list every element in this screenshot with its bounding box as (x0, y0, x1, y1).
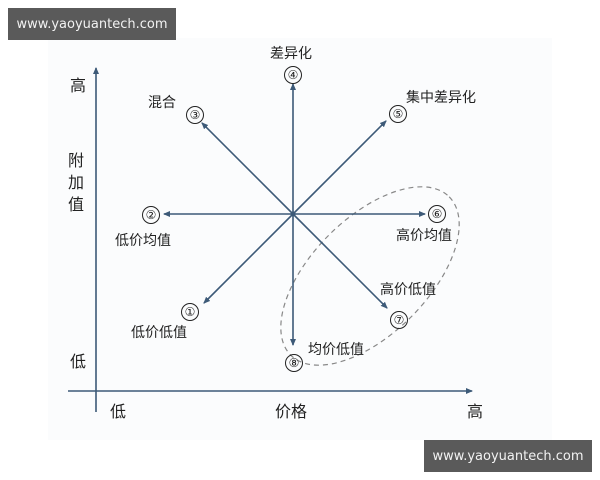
strategy-7-number: ⑦ (390, 311, 408, 329)
strategy-3-number: ③ (186, 106, 204, 124)
watermark-bottom: www.yaoyuantech.com (424, 440, 592, 472)
x-axis-low-label: 低 (110, 402, 127, 421)
strategy-4-label: 差异化 (270, 46, 312, 62)
strategy-2-number: ② (142, 206, 160, 224)
arrow-7 (292, 213, 388, 309)
strategy-4-number: ④ (284, 66, 302, 84)
x-axis-high-label: 高 (467, 402, 484, 421)
strategy-3-label: 混合 (148, 95, 176, 111)
strategy-8-number: ⑧ (285, 354, 303, 372)
y-axis-title-char: 附 (68, 151, 85, 170)
y-axis-low-label: 低 (70, 352, 87, 371)
center-point (290, 211, 296, 217)
arrow-3 (201, 122, 294, 215)
y-axis-title-char: 值 (68, 195, 85, 214)
arrow-1 (203, 213, 294, 304)
strategy-6-number: ⑥ (428, 205, 446, 223)
strategy-2-label: 低价均值 (115, 233, 171, 249)
strategy-8-label: 均价低值 (308, 342, 364, 358)
strategy-5-label: 集中差异化 (406, 90, 476, 106)
strategy-1-label: 低价低值 (131, 325, 187, 341)
diagram-panel (48, 38, 552, 440)
strategy-1-number: ① (181, 303, 199, 321)
y-axis-title-char: 加 (68, 173, 85, 192)
watermark-top: www.yaoyuantech.com (8, 8, 176, 40)
y-axis-title: 附 加 值 (68, 150, 86, 216)
x-axis-title: 价格 (275, 402, 308, 421)
strategy-5-number: ⑤ (389, 105, 407, 123)
strategy-7-label: 高价低值 (380, 282, 436, 298)
arrow-5 (292, 120, 387, 215)
y-axis-high-label: 高 (70, 76, 87, 95)
strategy-6-label: 高价均值 (396, 228, 452, 244)
